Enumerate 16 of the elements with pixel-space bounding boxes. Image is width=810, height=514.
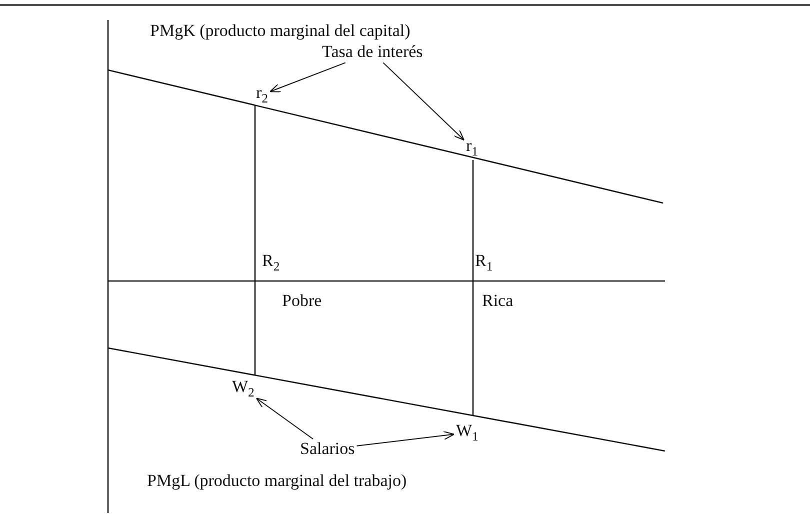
point-label: W$_{1}$ [456,422,478,444]
curve-label: PMgL (producto marginal del trabajo) [147,472,407,491]
point-label: W$_{2}$ [232,378,254,400]
annotation-text: Tasa de interés [322,43,423,62]
annotation-text: Salarios [300,440,355,459]
arrow [382,62,464,141]
point-label: r$_{1}$ [466,137,478,158]
point-label: R$_{2}$ [262,252,280,274]
region-label: Rica [482,292,514,311]
point-label: r$_{2}$ [256,84,268,106]
curve-label: PMgK (producto marginal del capital) [150,22,410,41]
point-label: R$_{1}$ [475,252,493,274]
arrow [356,430,454,446]
arrow [256,398,314,440]
arrow [270,62,346,92]
region-label: Pobre [282,292,322,311]
